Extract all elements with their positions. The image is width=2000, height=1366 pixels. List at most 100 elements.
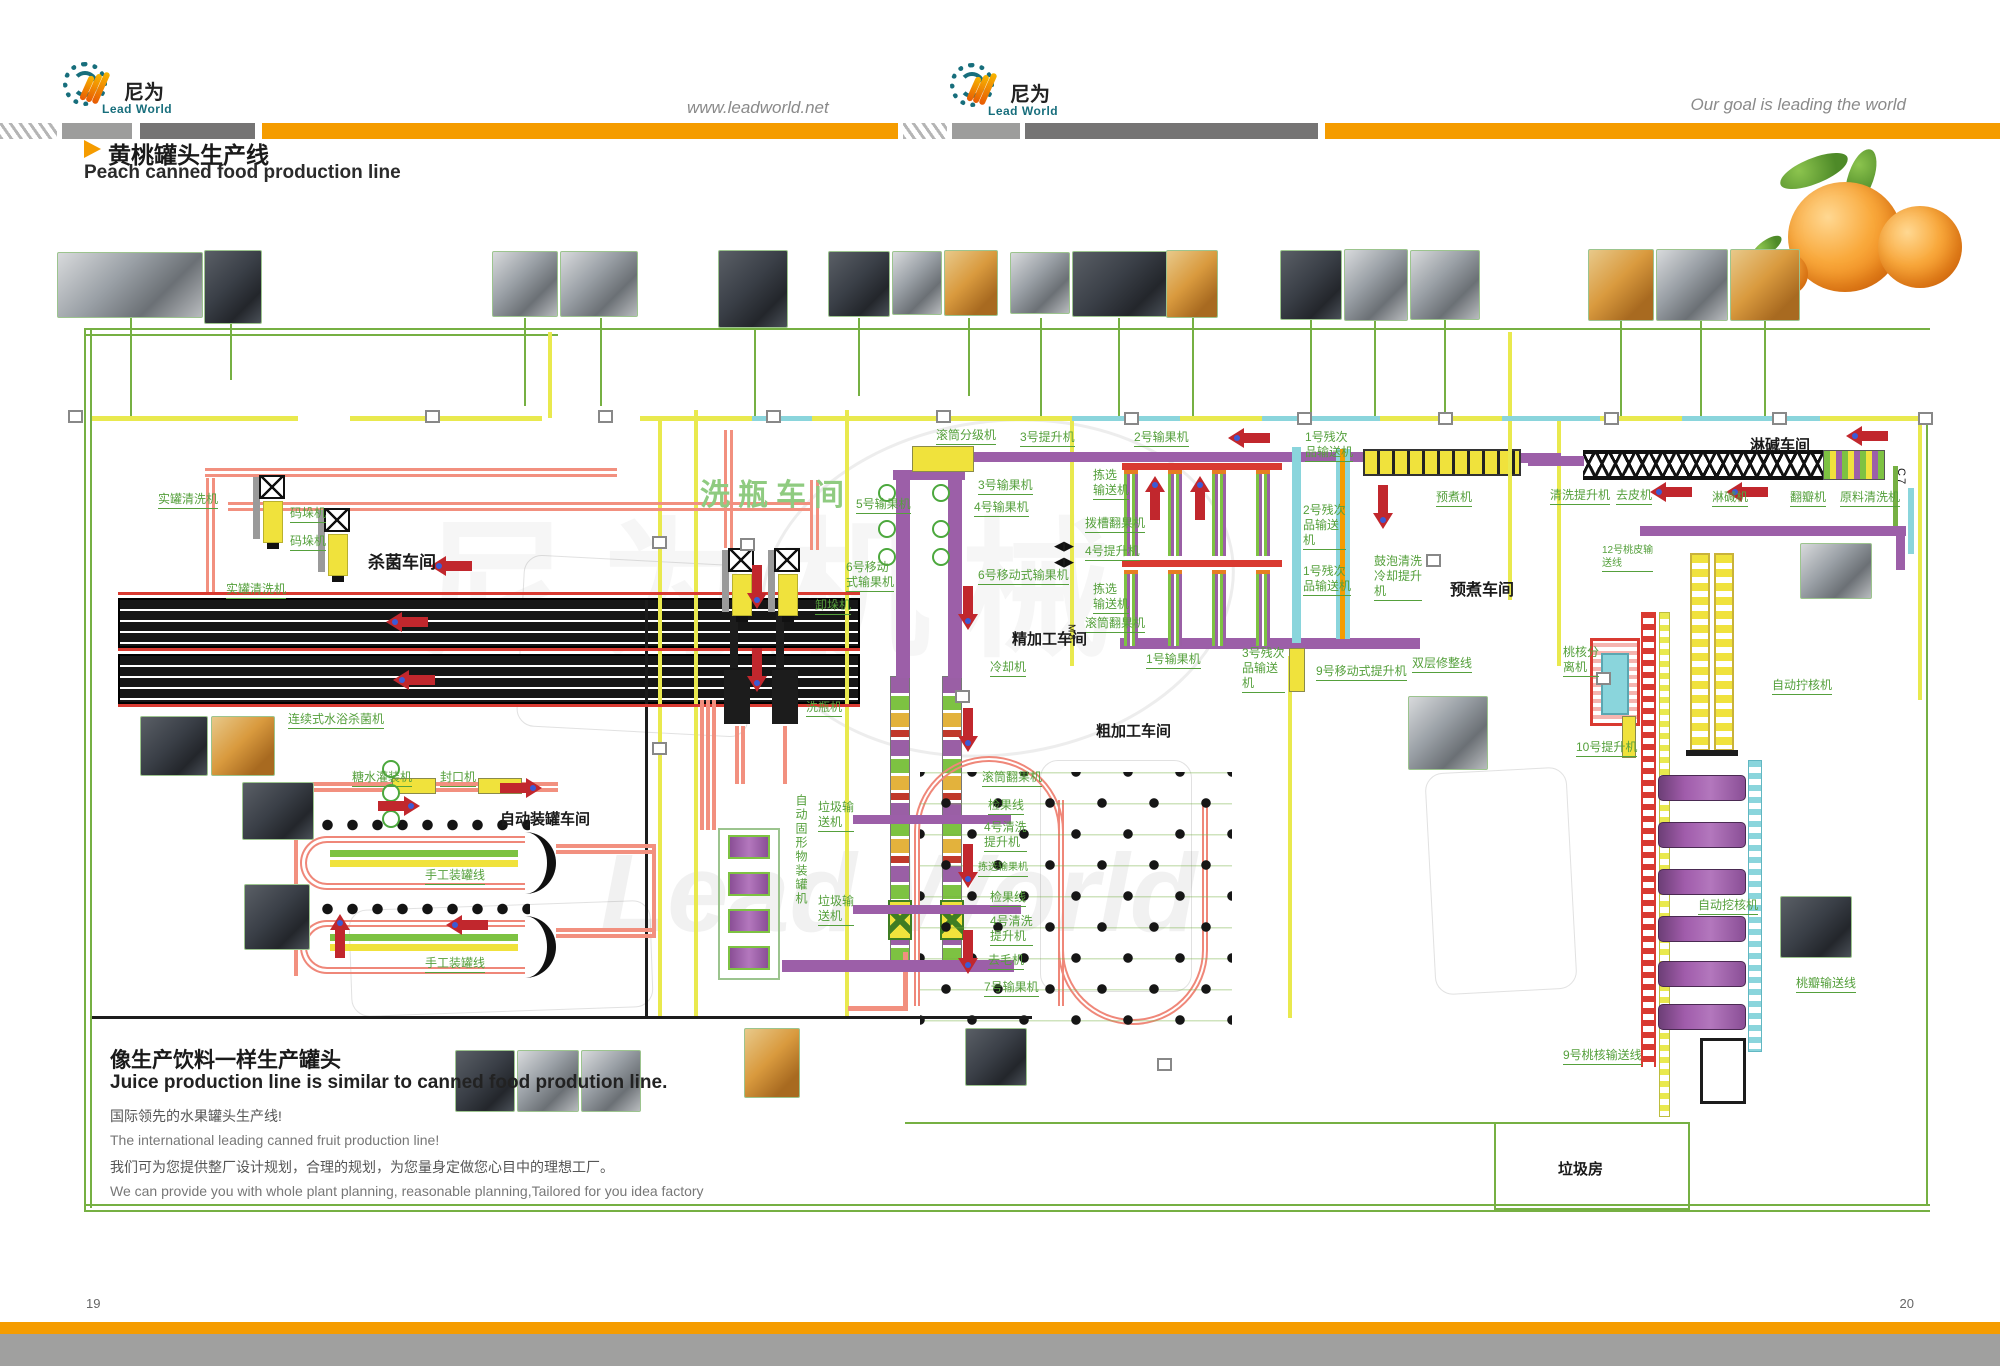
column-symbol (1297, 412, 1312, 425)
auto-pitting-machine (1658, 869, 1746, 895)
line-k (92, 1016, 1032, 1019)
gear-icon (63, 62, 111, 106)
empty-can-symbol (932, 484, 950, 502)
machine-label: 拣选输送机 (1093, 468, 1130, 500)
machine-label: 检果线 (990, 890, 1027, 907)
machine-label: 10号提升机 (1576, 740, 1638, 757)
empty-can-symbol (932, 548, 950, 566)
line-g (84, 334, 558, 336)
machine-label: 去毛机 (988, 953, 1025, 970)
line-yb (1289, 648, 1305, 692)
header-bar-orange-right (1325, 123, 2000, 139)
line-y (548, 332, 552, 418)
line-c (1682, 416, 1820, 421)
line-g (84, 1204, 1930, 1206)
line-s (652, 844, 656, 938)
line-y (1288, 656, 1292, 1018)
solid-filler-machine (728, 872, 770, 896)
line-p (974, 452, 1363, 462)
raw-material-washer (1823, 450, 1885, 480)
header-bar-hatch-left (0, 123, 57, 139)
website-url: www.leadworld.net (687, 98, 829, 117)
line-y (1600, 416, 1682, 421)
photo-thumbnail (244, 884, 310, 950)
line-s (735, 726, 739, 784)
line-k (645, 600, 648, 1018)
header-bar-lightgray-left (62, 123, 132, 139)
line-g (1688, 1122, 1690, 1210)
line-g (905, 1122, 1495, 1124)
company-name-zh: 尼为 (124, 82, 164, 104)
machine-label: 洗瓶机 (806, 700, 843, 717)
machine-label: ◀▶ (1054, 554, 1074, 569)
photo-thumbnail (1588, 249, 1654, 321)
auto-pitting-machine (1658, 1004, 1746, 1030)
line-g (1444, 320, 1446, 416)
line-k (772, 670, 798, 724)
intro-line1-zh: 国际领先的水果罐头生产线! (110, 1108, 282, 1124)
line-y (1557, 420, 1561, 666)
line-g (1310, 320, 1312, 416)
machine-label: 实罐清洗机 (226, 582, 287, 599)
machine-label: 滚筒翻果机 (1085, 616, 1146, 633)
line-k (1743, 1038, 1746, 1104)
line-g (1040, 318, 1042, 418)
column-symbol (1426, 554, 1441, 567)
line-s (556, 844, 656, 848)
photo-thumbnail (1280, 250, 1342, 320)
machine-label: 淋碱机 (1712, 490, 1749, 507)
machine-label: 4号输果机 (974, 500, 1029, 517)
line-y (1508, 332, 1512, 600)
line-y (350, 416, 542, 421)
line-s (206, 478, 209, 592)
line-r (118, 592, 860, 595)
intro-line2-en: We can provide you with whole plant plan… (110, 1183, 704, 1199)
machine-label: 码垛机 (290, 506, 327, 523)
column-symbol (652, 536, 667, 549)
machine-label: 封口机 (440, 770, 477, 787)
page-title-en: Peach canned food production line (84, 162, 401, 183)
page-number-left: 19 (86, 1296, 101, 1311)
lye-shower-machine (1583, 450, 1823, 480)
sorting-rack (1212, 470, 1226, 556)
palletizer-tower (318, 508, 358, 582)
machine-label: ◀▶ (1054, 538, 1074, 553)
line-y (92, 416, 298, 421)
machine-label: 预煮机 (1436, 490, 1473, 507)
photo-thumbnail (944, 250, 998, 316)
photo-thumbnail (1344, 249, 1408, 321)
photo-thumbnail (1780, 896, 1852, 958)
photo-thumbnail (57, 252, 203, 318)
pit-conveyor-9-ladder (1659, 612, 1670, 1117)
photo-thumbnail (1166, 250, 1218, 318)
worker-stations-field (920, 772, 1232, 1030)
photo-thumbnail (1656, 249, 1728, 321)
machine-label: 12号桃皮输送线 (1602, 545, 1654, 572)
line-s (205, 468, 617, 471)
line-s (212, 478, 215, 592)
machine-label: M8 (1065, 624, 1077, 642)
solid-filler-machine (728, 946, 770, 970)
photo-thumbnail (517, 1050, 579, 1112)
machine-label: 9号移动式提升机 (1316, 664, 1407, 681)
machine-label: 自动挖核机 (1698, 898, 1759, 915)
machine-label: 滚筒翻果机 (982, 770, 1043, 787)
machine-label: 桃核分离机 (1563, 645, 1600, 677)
empty-can-symbol (878, 484, 896, 502)
photo-thumbnail (242, 782, 314, 840)
line-p (853, 815, 1011, 824)
line-r (1122, 463, 1282, 470)
machine-label: 6号移动式输果机 (978, 568, 1069, 585)
machine-label: 5号输果机 (856, 497, 911, 514)
machine-label: 2号残次品输送机 (1303, 503, 1346, 550)
machine-label: 检果线 (988, 798, 1025, 815)
line-s (712, 700, 716, 830)
line-y (1070, 420, 1074, 666)
line-y (1918, 420, 1922, 700)
column-symbol (936, 410, 951, 423)
photo-thumbnail (1408, 696, 1488, 770)
machine-label: 4号清洗提升机 (984, 820, 1027, 852)
machine-label: 3号输果机 (978, 478, 1033, 495)
machine-label: 桃瓣输送线 (1796, 976, 1857, 993)
